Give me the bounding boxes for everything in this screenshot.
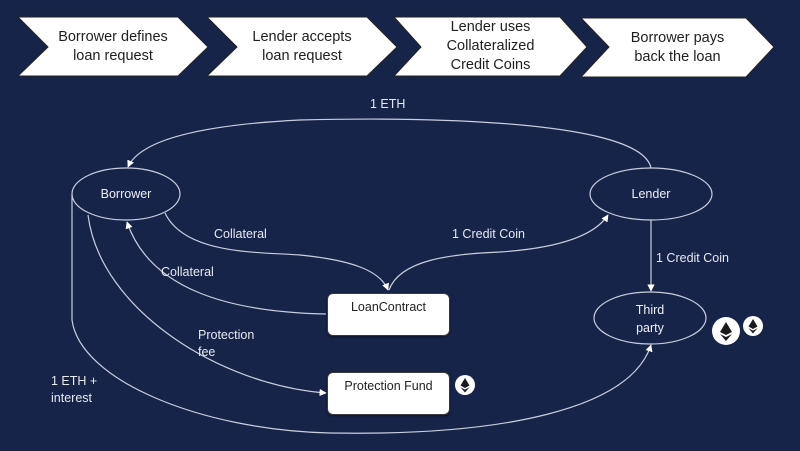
protection-fund-label: Protection Fund [344, 379, 433, 393]
step-chevron-3 [392, 16, 588, 77]
edge-protection-fee [87, 214, 327, 397]
borrower-label: Borrower [100, 187, 152, 201]
edge-label-credit-coin-third-party: 1 Credit Coin [656, 251, 729, 265]
edge-borrower-to-contract [164, 212, 389, 291]
edge-label-credit-coin-lender: 1 Credit Coin [452, 227, 525, 241]
loan-contract-label: LoanContract [350, 300, 427, 314]
edge-label-1-eth: 1 ETH [370, 97, 406, 111]
edge-label-collateral-return: Collateral [161, 265, 214, 279]
edge-label-repayment: 1 ETH +interest [51, 374, 98, 405]
edge-repayment [71, 194, 653, 434]
edge-label-collateral-out: Collateral [214, 227, 267, 241]
edge-contract-to-borrower [125, 221, 327, 315]
step-chevron-4 [579, 17, 775, 78]
third-party-node [593, 291, 707, 345]
ethereum-icon [712, 317, 740, 345]
loan-contract-box: LoanContract [327, 293, 450, 336]
lender-label: Lender [631, 187, 671, 201]
ethereum-icon [455, 375, 475, 395]
edge-lender-to-borrower [127, 118, 652, 169]
step-chevron-2 [205, 16, 398, 77]
protection-fund-box: Protection Fund [327, 372, 450, 415]
edge-contract-to-lender [388, 214, 609, 291]
step-chevron-1 [16, 16, 209, 77]
ethereum-icon [743, 316, 763, 336]
